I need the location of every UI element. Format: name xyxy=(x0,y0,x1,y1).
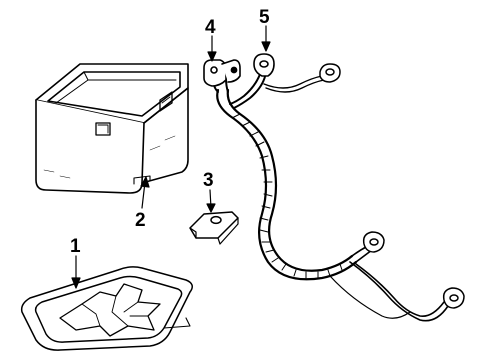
callout-3-label: 3 xyxy=(203,170,214,191)
hold-down-clamp-icon xyxy=(189,211,239,245)
callout-5-label: 5 xyxy=(259,7,270,28)
ring-terminal-upper-right-icon xyxy=(319,63,341,83)
callout-5-arrowhead xyxy=(261,41,271,52)
ring-terminal-lower-icon xyxy=(362,231,385,253)
battery-tray-icon xyxy=(20,266,193,351)
callout-1-arrowhead xyxy=(71,277,81,289)
callout-4-label: 4 xyxy=(205,17,216,38)
battery-box-icon xyxy=(35,63,189,194)
ring-terminal-bottom-right-icon xyxy=(442,287,465,309)
callout-2-label: 2 xyxy=(135,210,146,231)
battery-cable-harness xyxy=(212,67,449,322)
callout-3-arrowhead xyxy=(206,203,216,213)
callout-1-label: 1 xyxy=(70,236,81,257)
ring-terminal-icon xyxy=(253,53,275,77)
callout-2-arrowhead xyxy=(140,176,150,188)
callout-4-arrowhead xyxy=(207,51,217,62)
positive-cable-terminal-icon xyxy=(203,59,241,87)
